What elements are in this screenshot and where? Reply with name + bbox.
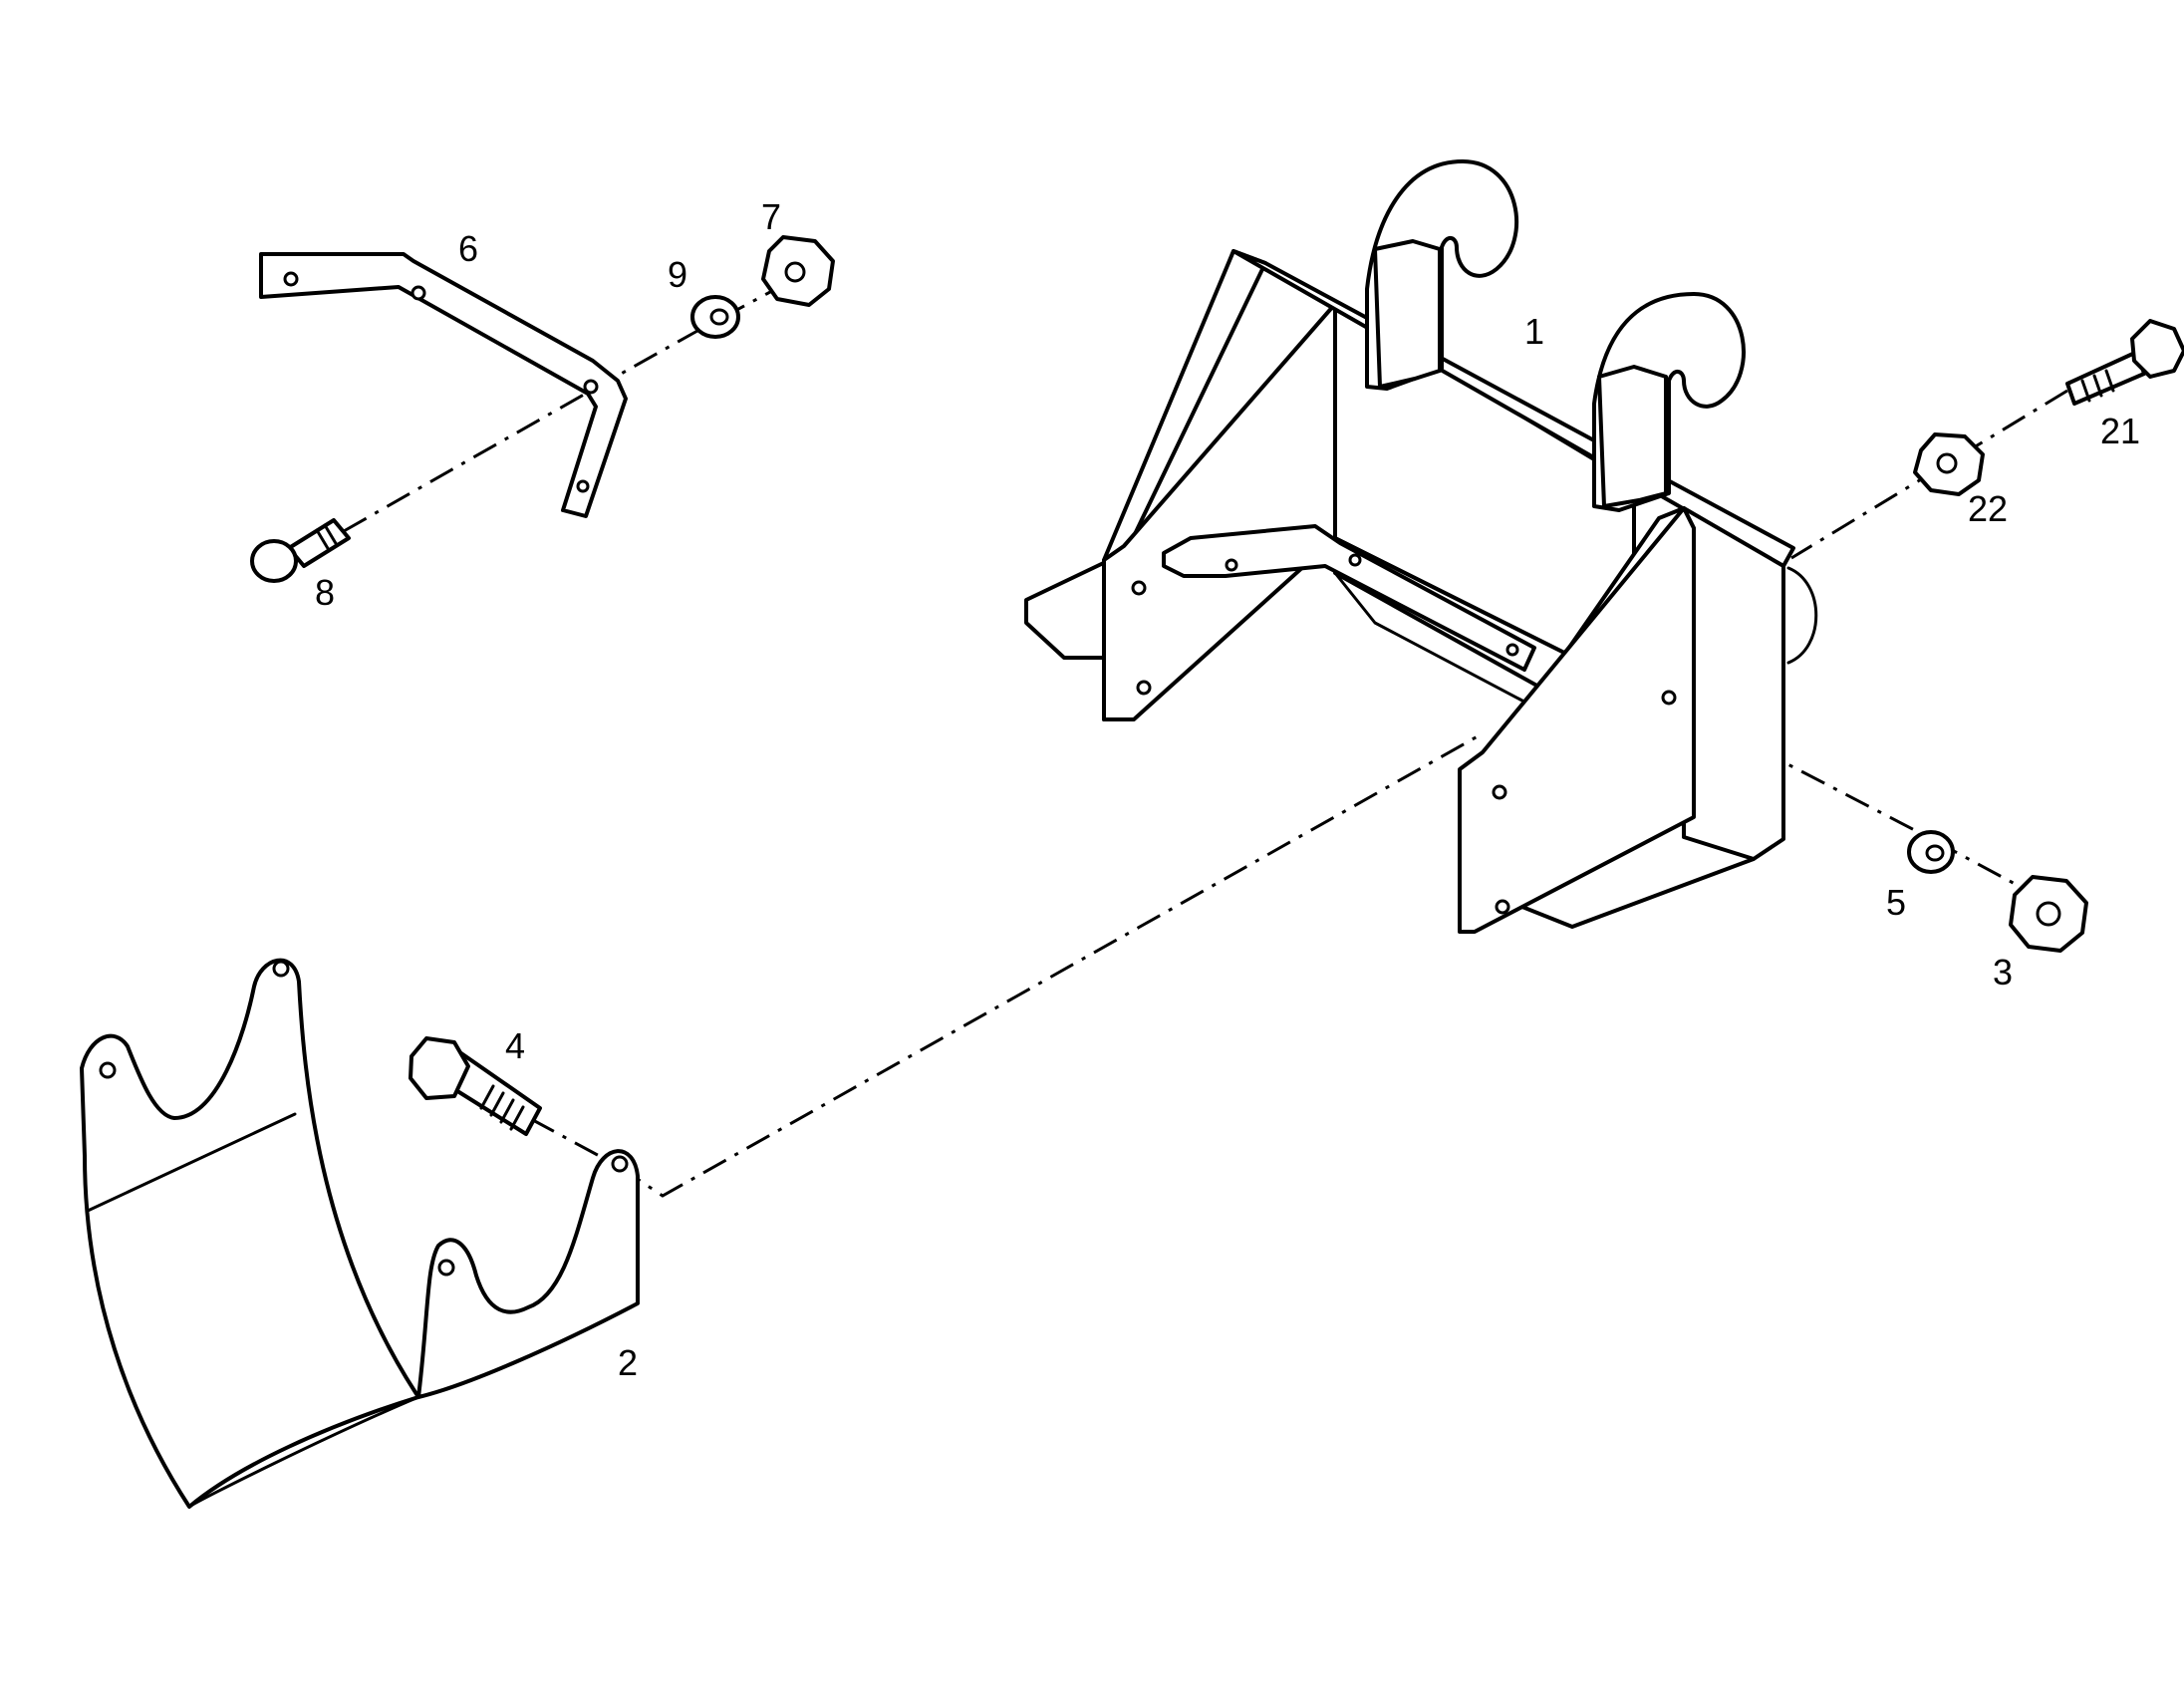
hook-right-plate xyxy=(1597,365,1668,508)
frame-hole xyxy=(1136,680,1152,696)
hook-left-plate xyxy=(1373,239,1442,389)
nut-22 xyxy=(1913,432,1985,496)
callout-2: 2 xyxy=(618,1342,638,1383)
cradle-body xyxy=(80,958,640,1509)
nut-22-hole xyxy=(1936,452,1958,474)
frame-right-hub xyxy=(1786,566,1818,665)
mounting-frame xyxy=(1024,159,1818,934)
strap-hole xyxy=(576,479,590,493)
callout-8: 8 xyxy=(315,572,335,613)
callout-5: 5 xyxy=(1886,882,1906,923)
cradle-inner-edge xyxy=(297,980,420,1399)
bolt-21-threads xyxy=(2080,369,2115,403)
washer-9-hole xyxy=(709,308,729,326)
frame-center-arm xyxy=(1162,524,1536,672)
line-6-to-9-7 xyxy=(590,281,788,393)
callout-4: 4 xyxy=(505,1025,525,1066)
bolt-4-threads xyxy=(479,1084,525,1131)
arm-hole xyxy=(1505,643,1519,657)
line-4-to-1 xyxy=(530,730,1486,1198)
frame-right-side-plate xyxy=(1458,506,1696,934)
bolt-4 xyxy=(409,1036,542,1136)
bolt-8-head xyxy=(250,539,298,583)
frame-bottom-edge xyxy=(1333,571,1556,719)
carriage-bolt-8 xyxy=(250,518,351,583)
callouts: 1 2 3 4 5 6 7 8 9 21 22 xyxy=(315,196,2140,1383)
callout-9: 9 xyxy=(668,254,687,295)
frame-hole xyxy=(1661,690,1677,706)
callout-7: 7 xyxy=(761,196,781,237)
cradle-hole xyxy=(611,1155,629,1173)
bolt-8-threads xyxy=(315,523,339,552)
nut-7-hole xyxy=(784,261,806,283)
bolt-21-head xyxy=(2130,319,2184,379)
strap-hole xyxy=(283,271,299,287)
frame-right-rear-plate xyxy=(1682,506,1785,861)
callout-6: 6 xyxy=(458,228,478,269)
arm-hole xyxy=(1225,558,1238,572)
bolt-8-shank xyxy=(287,518,351,568)
nut-3-hole xyxy=(2036,901,2061,927)
strap-hole xyxy=(410,285,426,301)
strap-hole xyxy=(583,379,599,395)
washer-9 xyxy=(690,295,740,339)
washer-5 xyxy=(1907,830,1955,874)
cradle-hole xyxy=(437,1259,455,1277)
cradle-fold-line xyxy=(187,1395,420,1509)
nut-3 xyxy=(2009,875,2088,953)
frame-hole xyxy=(1131,580,1147,596)
bolt-21 xyxy=(2065,319,2184,406)
bolt-4-head xyxy=(409,1036,470,1100)
cradle-fold-line xyxy=(86,1112,297,1213)
frame-hole xyxy=(1495,899,1510,915)
line-8-to-6 xyxy=(343,389,592,533)
washer-5-hole xyxy=(1925,844,1945,862)
callout-22: 22 xyxy=(1968,488,2008,529)
frame-hole xyxy=(1492,784,1507,800)
callout-21: 21 xyxy=(2100,411,2140,451)
bent-strap xyxy=(259,252,628,518)
nut-7 xyxy=(761,235,835,307)
cradle-bracket xyxy=(80,958,640,1509)
callout-1: 1 xyxy=(1524,311,1544,352)
cradle-hole xyxy=(272,960,290,978)
arm-hole xyxy=(1348,553,1362,567)
cradle-hole xyxy=(99,1061,117,1079)
strap-6-body xyxy=(259,252,628,518)
callout-3: 3 xyxy=(1993,952,2013,993)
